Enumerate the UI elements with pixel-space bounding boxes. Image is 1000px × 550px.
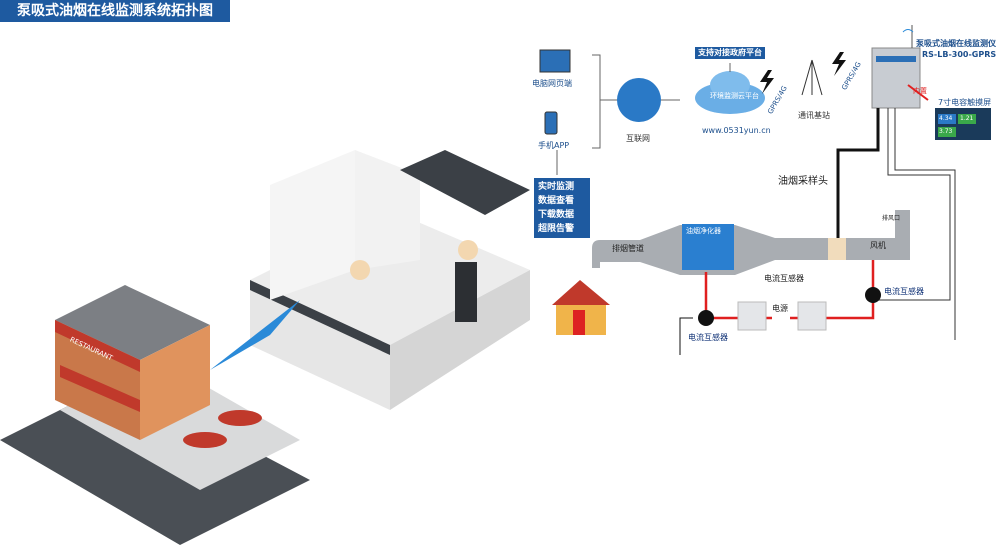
- builtin-label: 内置: [913, 87, 927, 95]
- outlet-label: 排风口: [882, 215, 901, 222]
- lightning-icon: [760, 70, 774, 94]
- reading: 4.34: [939, 115, 953, 122]
- globe-icon: [617, 78, 661, 122]
- feature: 下载数据: [538, 210, 575, 220]
- pc-icon: [539, 49, 571, 73]
- fan-label: 风机: [870, 241, 886, 250]
- kitchen: [250, 150, 530, 410]
- phone-icon: [544, 111, 558, 135]
- current-transformer-icon: [865, 287, 881, 303]
- pc-label: 电脑网页端: [532, 79, 572, 88]
- power-socket: [737, 301, 767, 331]
- feature: 数据查看: [538, 196, 575, 206]
- power-label: 电源: [772, 304, 788, 313]
- device-name: 泵吸式油烟在线监测仪: [916, 39, 996, 48]
- purifier-label: 油烟净化器: [686, 227, 721, 235]
- pipe-label: 排烟管道: [612, 244, 644, 253]
- base-station-label: 通讯基站: [798, 111, 830, 120]
- power-socket: [797, 301, 827, 331]
- pointer-arrow: [210, 300, 300, 370]
- sampling-probe: [828, 238, 846, 260]
- cloud-url[interactable]: www.0531yun.cn: [702, 126, 771, 135]
- mobile-label: 手机APP: [538, 141, 570, 150]
- internet-label: 互联网: [626, 134, 650, 143]
- device-model: RS-LB-300-GPRS: [922, 50, 997, 59]
- probe-label: 油烟采样头: [778, 176, 828, 187]
- sensor-label: 电流互感器: [688, 333, 728, 342]
- exhaust-duct: [592, 210, 910, 275]
- features-box: 实时监测 数据查看 下载数据 超限告警: [534, 178, 590, 238]
- sensor-label: 电流互感器: [764, 274, 804, 283]
- sensor-label: 电流互感器: [884, 287, 924, 296]
- base-station-icon: [801, 59, 823, 96]
- reading: 3.73: [939, 128, 953, 135]
- purifier: [682, 224, 734, 270]
- house-icon: [552, 280, 610, 335]
- feature: 超限告警: [538, 224, 575, 234]
- reading: 1.21: [960, 115, 974, 122]
- cloud-name: 环境监测云平台: [710, 92, 759, 100]
- cloud-icon: [695, 71, 765, 114]
- lightning-icon: [832, 52, 846, 76]
- current-transformer-icon: [698, 310, 714, 326]
- screen-label: 7寸电容触摸屏: [938, 98, 992, 107]
- feature: 实时监测: [538, 182, 575, 192]
- page-title: 泵吸式油烟在线监测系统拓扑图: [0, 0, 230, 22]
- wifi-icon: [902, 29, 914, 33]
- restaurant-building: [55, 285, 210, 440]
- gov-platform-tag: 支持对接政府平台: [695, 47, 765, 59]
